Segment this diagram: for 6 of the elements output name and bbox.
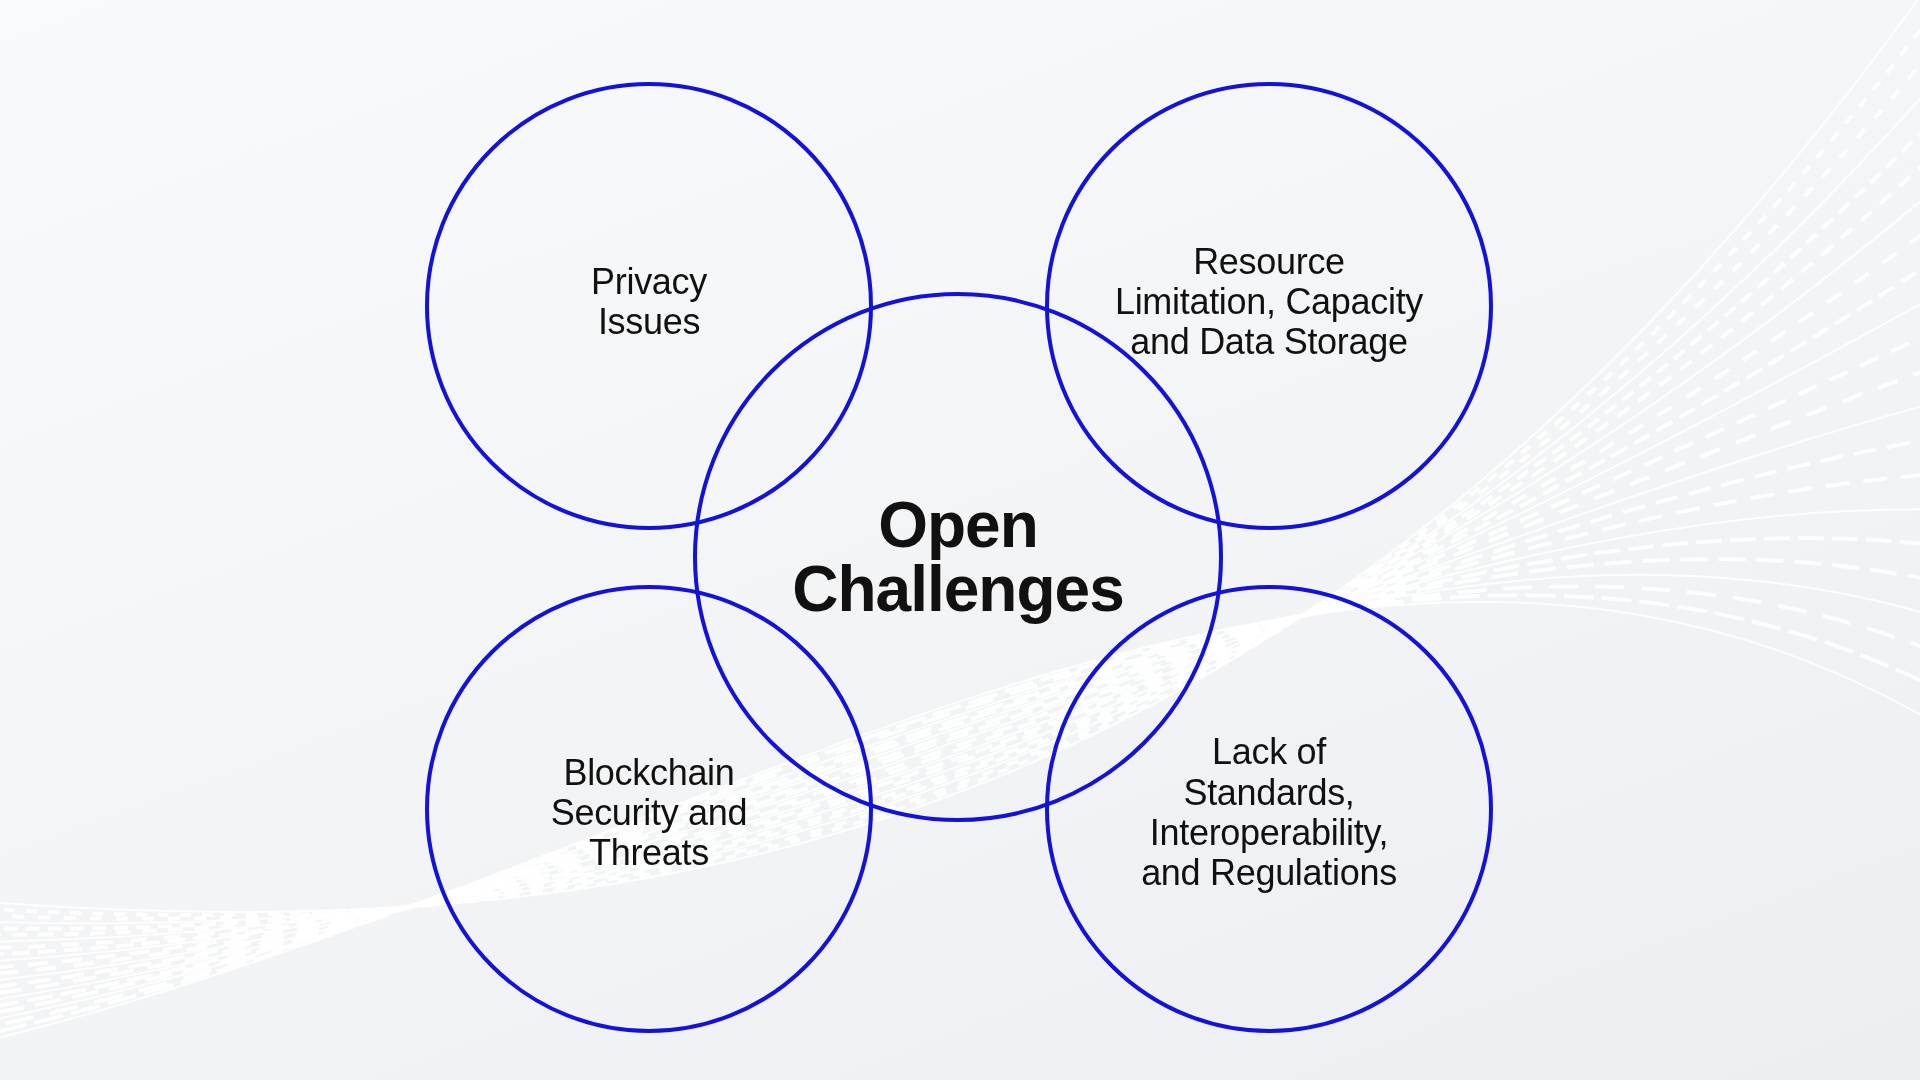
- topic-circle: [1045, 82, 1493, 530]
- topic-label: Blockchain Security and Threats: [549, 752, 749, 874]
- topic-label: Resource Limitation, Capacity and Data Storage: [1113, 241, 1425, 363]
- topic-circle: [425, 82, 873, 530]
- topic-label: Privacy Issues: [590, 261, 708, 343]
- topic-label: Lack of Standards, Interoperability, and Regulations: [1140, 732, 1398, 894]
